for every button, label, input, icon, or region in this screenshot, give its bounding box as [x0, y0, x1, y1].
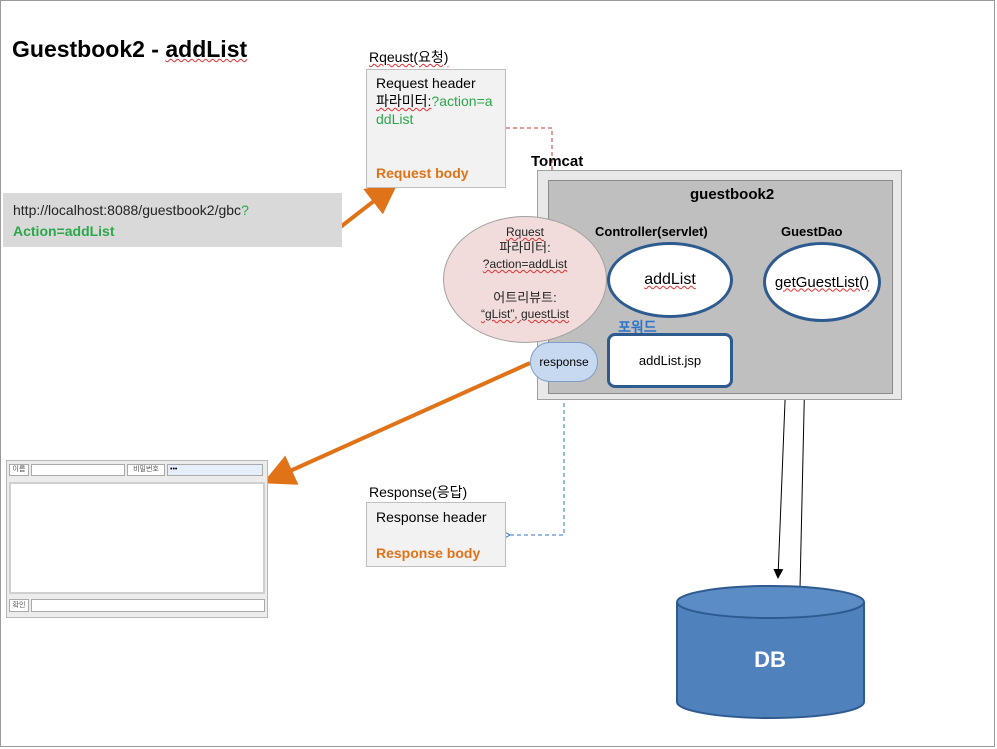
- url-box: [3, 193, 342, 247]
- url-action: Action=addList: [13, 223, 115, 239]
- request-param-label: 파라미터:: [376, 93, 432, 109]
- name-input[interactable]: [31, 464, 125, 476]
- request-scope-attr-value: “gList”, guestList: [443, 307, 607, 322]
- tomcat-label: Tomcat: [531, 153, 584, 170]
- dao-label: GuestDao: [781, 224, 843, 239]
- request-scope-node: [443, 216, 607, 343]
- db-label: DB: [754, 647, 786, 672]
- password-label: 비밀번호: [127, 464, 165, 476]
- request-scope-param-value-text: ?action=addList: [482, 257, 568, 271]
- guestbook-form-preview: 이름 비밀번호 ••• 확인: [6, 460, 268, 618]
- addlist-node-text: addList: [644, 271, 696, 288]
- request-label-text: Rqeust(요청): [369, 49, 449, 65]
- response-arrow: [262, 361, 531, 485]
- request-box: [366, 69, 506, 188]
- forward-label: 포워드: [618, 319, 657, 335]
- response-node: response: [530, 342, 598, 382]
- title-highlight: addList: [165, 36, 248, 62]
- content-textarea[interactable]: [9, 482, 265, 594]
- response-header: Response header: [376, 509, 487, 525]
- getguestlist-node-text: getGuestList(): [774, 273, 870, 291]
- request-header-text: Request header: [376, 75, 476, 91]
- request-scope-attr-value-text: “gList”, guestList: [480, 307, 570, 321]
- request-param-value: ?action=addList: [376, 93, 493, 127]
- request-scope-param-value: ?action=addList: [443, 257, 607, 272]
- request-param: 파라미터:?action=addList: [376, 92, 498, 128]
- submit-button[interactable]: 확인: [9, 599, 29, 612]
- url-path: http://localhost:8088/guestbook2/gbc: [13, 202, 242, 218]
- controller-label: Controller(servlet): [595, 224, 708, 239]
- request-scope-attr-label: 어트리뷰트:: [493, 290, 557, 305]
- getguestlist-node: getGuestList(): [763, 242, 881, 322]
- request-header: Request header 파라미터:?action=addList: [376, 74, 498, 128]
- addlist-jsp-text: addList.jsp: [638, 353, 702, 368]
- guestbook2-label: guestbook2: [690, 186, 775, 203]
- response-dashed-arrow: [502, 382, 565, 540]
- title-main: Guestbook2 -: [12, 36, 166, 62]
- addlist-node: addList: [607, 242, 733, 318]
- response-box: [366, 502, 506, 567]
- response-label: Response(응답): [369, 484, 468, 500]
- password-input[interactable]: •••: [167, 464, 263, 476]
- request-scope-param-label: 파라미터:: [499, 240, 551, 255]
- request-arrow: [332, 182, 399, 234]
- page-title: Guestbook2 - addList: [12, 36, 247, 63]
- bottom-field: [31, 599, 265, 612]
- request-scope-title-text: Rquest: [505, 225, 545, 239]
- db-cylinder: [676, 585, 865, 719]
- request-label: Rqeust(요청): [369, 47, 448, 67]
- addlist-jsp-node: addList.jsp: [607, 333, 733, 388]
- response-body: Response body: [376, 545, 481, 561]
- name-label: 이름: [9, 464, 29, 476]
- url-query-mark: ?: [241, 202, 249, 218]
- url-text: http://localhost:8088/guestbook2/gbc?: [13, 202, 249, 218]
- request-scope-title: Rquest: [443, 225, 607, 240]
- request-body: Request body: [376, 165, 469, 181]
